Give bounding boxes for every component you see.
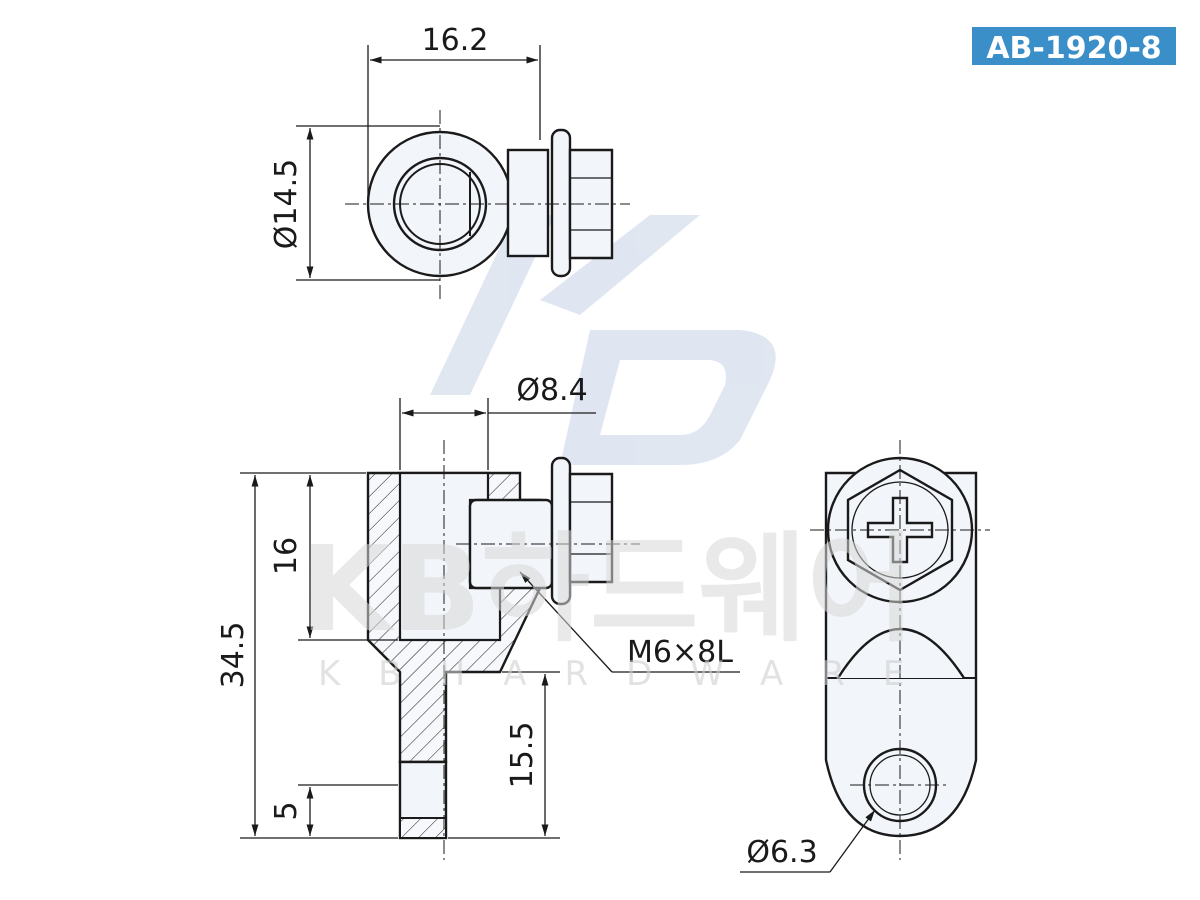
section-view: Ø8.4 34.5 16 5 15.5 M6×8L: [216, 373, 740, 860]
dim-tip-length: 5: [269, 801, 304, 820]
dim-top-diameter: Ø14.5: [269, 159, 304, 249]
section-screw-hex: [568, 472, 614, 584]
top-screw-shank: [506, 148, 550, 258]
dim-bore-diameter: Ø8.4: [516, 373, 587, 408]
phillips-icon: [866, 496, 934, 564]
dim-stem-length: 15.5: [505, 722, 540, 789]
kb-logo-watermark: [430, 215, 776, 465]
part-number-badge: AB-1920-8: [972, 27, 1176, 66]
top-screw-washer: [550, 128, 572, 278]
dim-screw-label: M6×8L: [627, 635, 733, 670]
watermark-english: KBHARDWARE: [318, 654, 942, 694]
top-view: 16.2 Ø14.5: [269, 23, 630, 300]
watermark-korean: KB하드웨어: [300, 520, 916, 658]
front-dome: [836, 628, 966, 679]
dim-hole-diameter: Ø6.3: [746, 835, 817, 870]
part-number-label: AB-1920-8: [986, 31, 1161, 66]
front-view: Ø6.3: [740, 440, 990, 873]
dim-overall-height: 34.5: [216, 622, 251, 689]
section-cavity: [398, 471, 502, 642]
dim-upper-height: 16: [269, 537, 304, 575]
dim-top-width: 16.2: [422, 23, 489, 58]
